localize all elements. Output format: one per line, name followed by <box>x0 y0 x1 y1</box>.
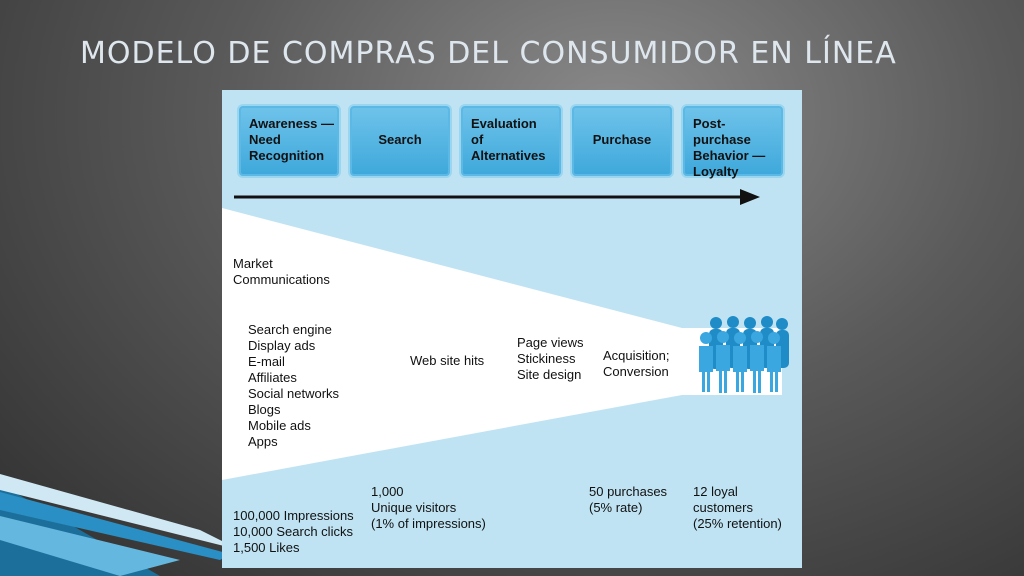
customers-group-icon <box>699 316 789 393</box>
decorative-stripes <box>0 474 240 576</box>
web-site-hits-label: Web site hits <box>410 353 485 368</box>
stage-purchase: Purchase <box>570 104 674 178</box>
arrow-right-icon <box>740 189 760 205</box>
market-communications-label: Market Communications <box>233 256 330 287</box>
stage-search: Search <box>348 104 452 178</box>
page-views-label: Page views Stickiness Site design <box>517 335 584 382</box>
loyal-customers-metric: 12 loyal customers (25% retention) <box>693 484 782 531</box>
stage-awareness: Awareness — Need Recognition <box>237 104 341 178</box>
slide-title: MODELO DE COMPRAS DEL CONSUMIDOR EN LÍNE… <box>80 36 897 71</box>
impressions-metric: 100,000 Impressions 10,000 Search clicks… <box>233 508 354 555</box>
funnel-shape <box>222 189 782 480</box>
acquisition-label: Acquisition; Conversion <box>603 348 670 379</box>
purchases-metric: 50 purchases (5% rate) <box>589 484 668 515</box>
stage-post-purchase: Post-purchase Behavior — Loyalty <box>681 104 785 179</box>
consumer-model-diagram: Awareness — Need Recognition Search Eval… <box>222 90 802 568</box>
stage-evaluation: Evaluation of Alternatives <box>459 104 563 178</box>
visitors-metric: 1,000 Unique visitors (1% of impressions… <box>371 484 486 531</box>
channels-list: Search engine Display ads E-mail Affilia… <box>248 322 340 449</box>
